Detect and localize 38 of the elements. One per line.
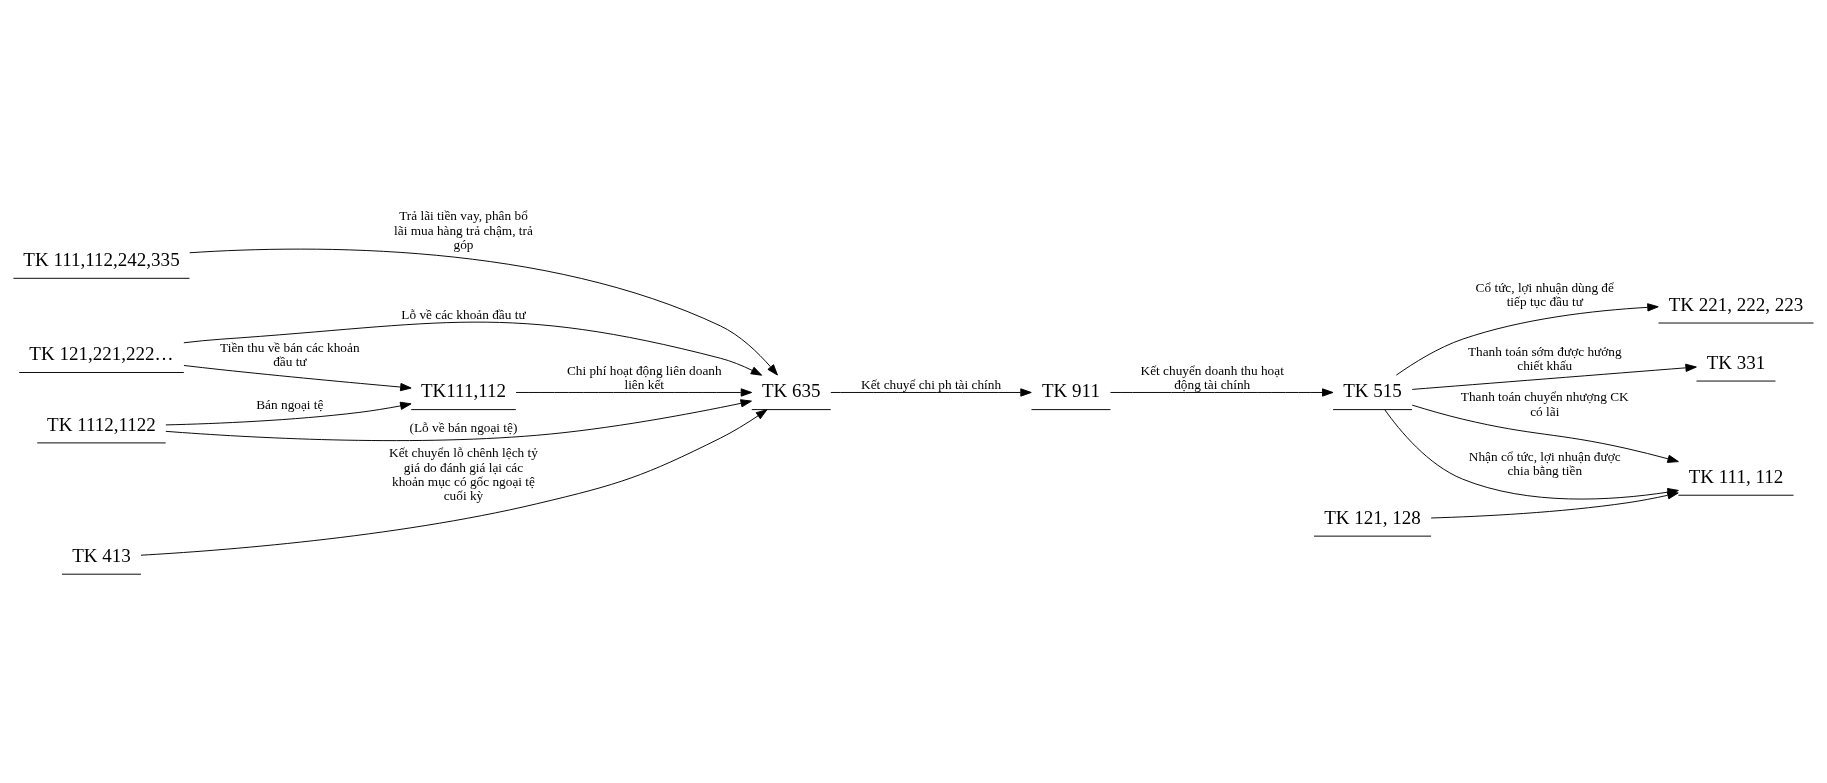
edge-label: Cổ tức, lợi nhuận dùng để tiếp tục đầu tư	[1475, 279, 1614, 309]
node-text: TK 1112,1122	[47, 413, 156, 435]
edge-label: Tiền thu về bán các khoản đầu tư	[220, 339, 360, 369]
edge-label: Nhận cổ tức, lợi nhuận được chia bằng tiền	[1468, 448, 1621, 478]
edge-label: Chi phí hoạt động liên doanh liên kết	[566, 362, 722, 392]
edge-label: Thanh toán chuyển nhượng CK có lãi	[1460, 388, 1629, 418]
edge-label: (Lỗ về bán ngoại tệ)	[409, 419, 518, 435]
arrow	[1395, 302, 1659, 376]
node-text: TK 221, 222, 223	[1668, 293, 1804, 315]
node-text: TK 635	[761, 379, 821, 401]
arrow	[1110, 387, 1334, 397]
edge-label: Kết chuyển lỗ chênh lệch tỷ giá do đánh giá lại các khoản mục có gốc ngoại tệ cuối kỳ	[389, 444, 538, 503]
arrow	[183, 364, 412, 391]
arrow	[189, 248, 778, 376]
edge-label: Bán ngoại tệ	[256, 396, 324, 412]
node-text: TK 121, 128	[1324, 506, 1421, 528]
edge-label: Thanh toán sớm được hưởng chiết khấu	[1467, 343, 1622, 373]
node-text: TK 111, 112	[1688, 465, 1784, 487]
arrow	[165, 401, 412, 425]
node-text: TK 515	[1343, 379, 1402, 401]
node-text: TK 121,221,222…	[29, 342, 174, 364]
arrow	[1411, 363, 1697, 390]
arrow	[165, 398, 752, 441]
node-text: TK 413	[72, 544, 131, 566]
edge-label: Trả lãi tiền vay, phân bổ lãi mua hàng trả chậm, trả góp	[394, 207, 533, 252]
node-text: TK 911	[1042, 379, 1100, 401]
arrow	[1430, 490, 1679, 518]
arrow	[1411, 404, 1679, 463]
node-text: TK111,112	[420, 379, 507, 401]
edge-label: Kết chuyể chi ph tài chính	[861, 376, 1002, 392]
edge-label: Kết chuyển doanh thu hoạt động tài chính	[1140, 362, 1284, 392]
arrow	[140, 408, 768, 556]
arrow	[515, 387, 753, 397]
arrow	[830, 387, 1032, 397]
arrow	[183, 321, 763, 376]
node-text: TK 111,112,242,335	[23, 248, 180, 270]
edge-label: Lỗ về các khoản đầu tư	[401, 306, 526, 322]
node-text: TK 331	[1706, 351, 1766, 373]
